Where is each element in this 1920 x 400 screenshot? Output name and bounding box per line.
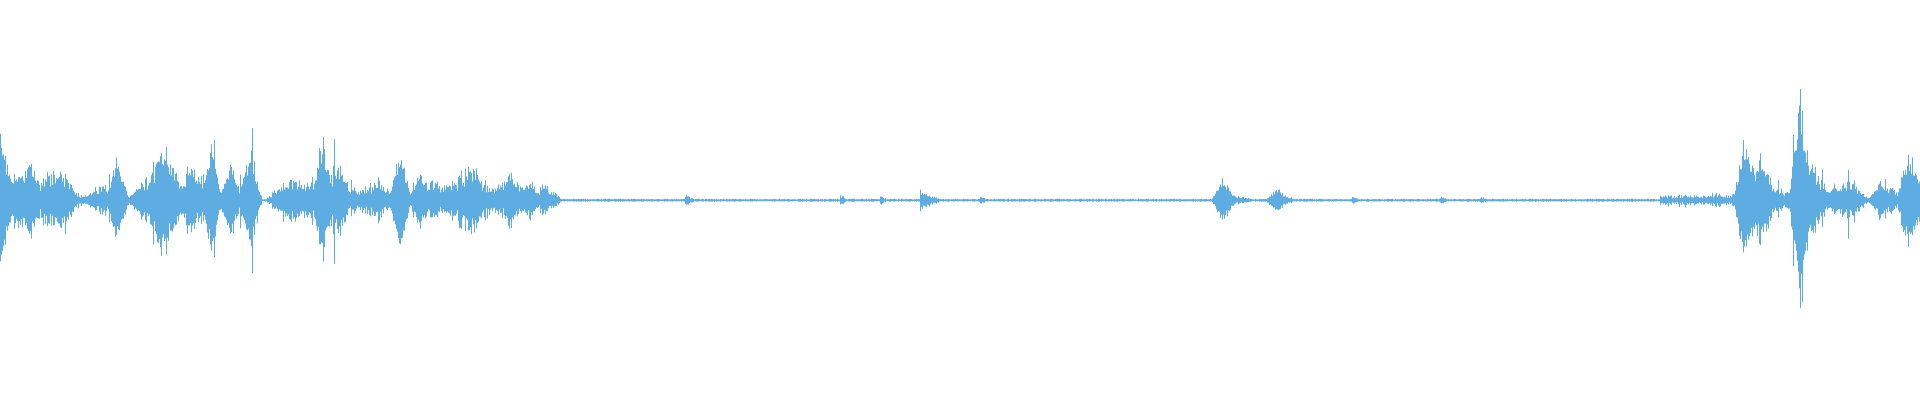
waveform-path [0, 88, 1920, 309]
